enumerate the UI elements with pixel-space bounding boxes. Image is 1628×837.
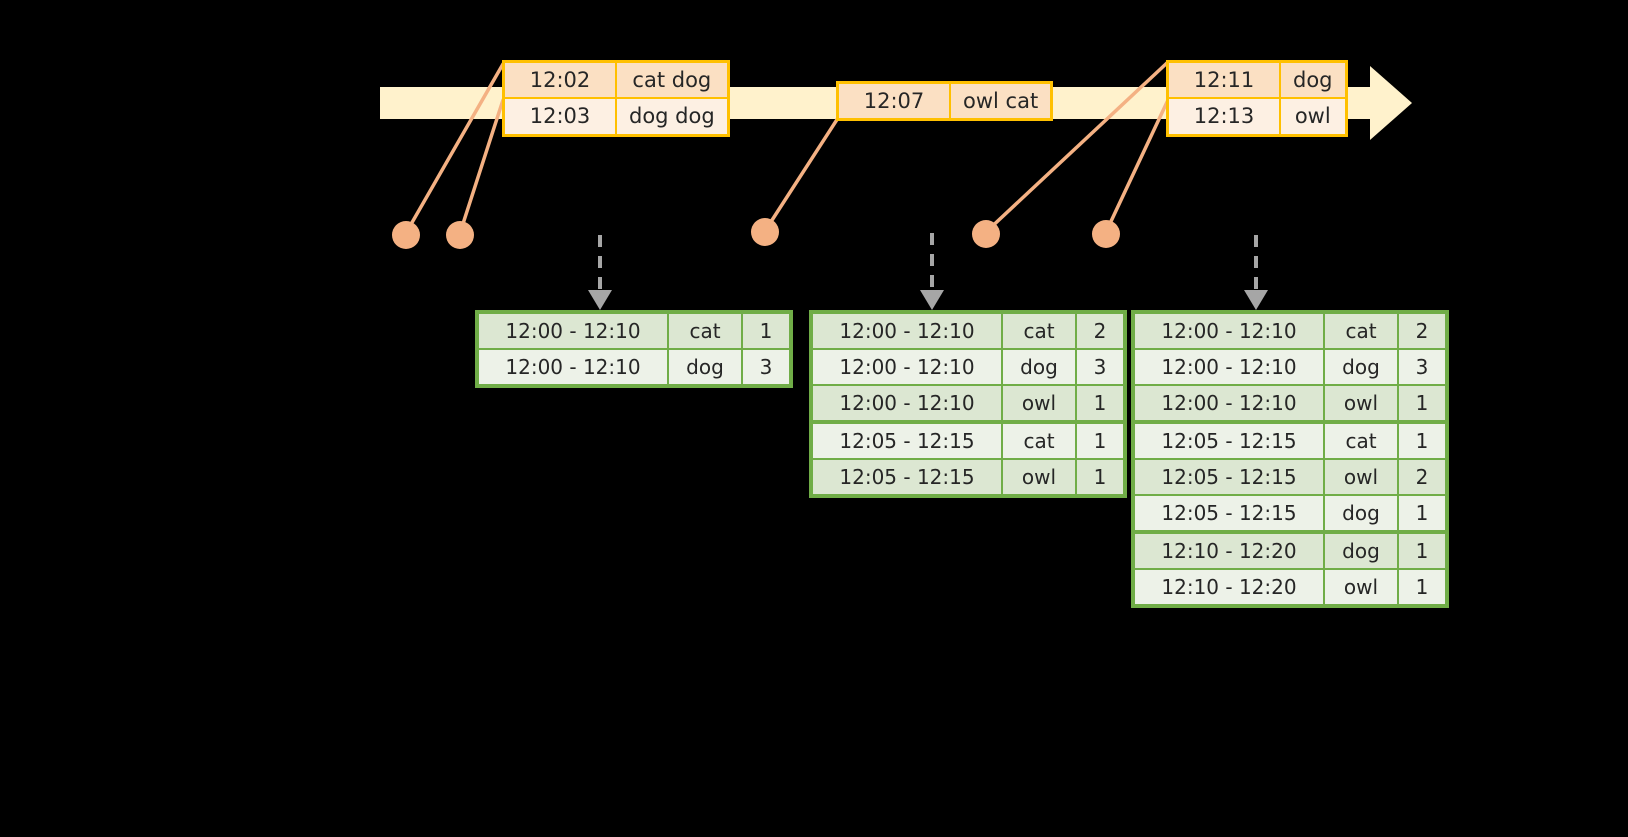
connector-lines [404, 60, 1170, 235]
result-window-cell: 12:10 - 12:20 [1134, 533, 1324, 569]
result-word-cell: dog [1324, 495, 1398, 533]
event-words: dog [1280, 62, 1346, 99]
emit-arrow-3 [1244, 235, 1268, 310]
result-count-cell: 1 [1398, 423, 1446, 459]
result-count-cell: 1 [1076, 385, 1124, 423]
result-count-cell: 1 [1398, 385, 1446, 423]
event-row[interactable]: 12:03 dog dog [504, 98, 728, 135]
event-row[interactable]: 12:02 cat dog [504, 62, 728, 99]
connector-dot-2 [446, 221, 474, 249]
result-window-cell: 12:10 - 12:20 [1134, 569, 1324, 605]
connector-dot-1 [392, 221, 420, 249]
connector-dot-5 [1092, 220, 1120, 248]
result-word-cell: dog [1002, 349, 1076, 385]
connector-dot-4 [972, 220, 1000, 248]
result-word-cell: owl [1324, 569, 1398, 605]
result-window-cell: 12:00 - 12:10 [1134, 349, 1324, 385]
result-count-cell: 1 [1398, 495, 1446, 533]
event-time: 12:03 [504, 98, 616, 135]
event-box-3[interactable]: 12:11 dog 12:13 owl [1166, 60, 1348, 137]
result-count-cell: 1 [1076, 459, 1124, 495]
event-words: owl cat [950, 83, 1052, 120]
result-word-cell: owl [1324, 385, 1398, 423]
result-word-cell: owl [1324, 459, 1398, 495]
result-word-cell: cat [1002, 313, 1076, 349]
result-word-cell: owl [1002, 459, 1076, 495]
emit-arrows [588, 233, 1268, 310]
result-window-cell: 12:00 - 12:10 [478, 349, 668, 385]
result-count-cell: 1 [1398, 533, 1446, 569]
result-window-cell: 12:00 - 12:10 [478, 313, 668, 349]
event-box-2[interactable]: 12:07 owl cat [836, 81, 1054, 122]
event-box-3-body: 12:11 dog 12:13 owl [1168, 62, 1346, 135]
event-words: owl [1280, 98, 1346, 135]
emit-arrow-2 [920, 233, 944, 310]
result-word-cell: cat [1324, 423, 1398, 459]
event-time: 12:07 [838, 83, 950, 120]
result-count-cell: 2 [1398, 459, 1446, 495]
result-window-cell: 12:05 - 12:15 [1134, 495, 1324, 533]
event-words: dog dog [616, 98, 728, 135]
result-window-cell: 12:00 - 12:10 [812, 349, 1002, 385]
result-word-cell: cat [1002, 423, 1076, 459]
result-word-cell: cat [668, 313, 742, 349]
result-window-cell: 12:05 - 12:15 [812, 423, 1002, 459]
result-word-cell: dog [668, 349, 742, 385]
result-word-cell: cat [1324, 313, 1398, 349]
result-count-cell: 2 [1398, 313, 1446, 349]
result-window-cell: 12:05 - 12:15 [1134, 459, 1324, 495]
event-time: 12:02 [504, 62, 616, 99]
event-row[interactable]: 12:13 owl [1168, 98, 1346, 135]
connector-dot-3 [751, 218, 779, 246]
event-row[interactable]: 12:11 dog [1168, 62, 1346, 99]
event-box-1-body: 12:02 cat dog 12:03 dog dog [504, 62, 728, 135]
result-count-cell: 1 [1076, 423, 1124, 459]
result-window-cell: 12:05 - 12:15 [812, 459, 1002, 495]
event-words: cat dog [616, 62, 728, 99]
result-window-cell: 12:00 - 12:10 [812, 385, 1002, 423]
result-count-cell: 3 [1398, 349, 1446, 385]
result-window-cell: 12:00 - 12:10 [812, 313, 1002, 349]
emit-arrow-1 [588, 235, 612, 310]
result-word-cell: dog [1324, 533, 1398, 569]
result-count-cell: 1 [742, 313, 790, 349]
event-time: 12:11 [1168, 62, 1280, 99]
result-window-cell: 12:00 - 12:10 [1134, 385, 1324, 423]
result-window-cell: 12:00 - 12:10 [1134, 313, 1324, 349]
event-row[interactable]: 12:07 owl cat [838, 83, 1052, 120]
result-count-cell: 3 [742, 349, 790, 385]
event-box-1[interactable]: 12:02 cat dog 12:03 dog dog [502, 60, 730, 137]
result-word-cell: owl [1002, 385, 1076, 423]
event-box-2-body: 12:07 owl cat [838, 83, 1052, 120]
result-count-cell: 3 [1076, 349, 1124, 385]
result-window-cell: 12:05 - 12:15 [1134, 423, 1324, 459]
result-count-cell: 1 [1398, 569, 1446, 605]
result-word-cell: dog [1324, 349, 1398, 385]
connector-dots [392, 218, 1120, 249]
event-time: 12:13 [1168, 98, 1280, 135]
result-count-cell: 2 [1076, 313, 1124, 349]
